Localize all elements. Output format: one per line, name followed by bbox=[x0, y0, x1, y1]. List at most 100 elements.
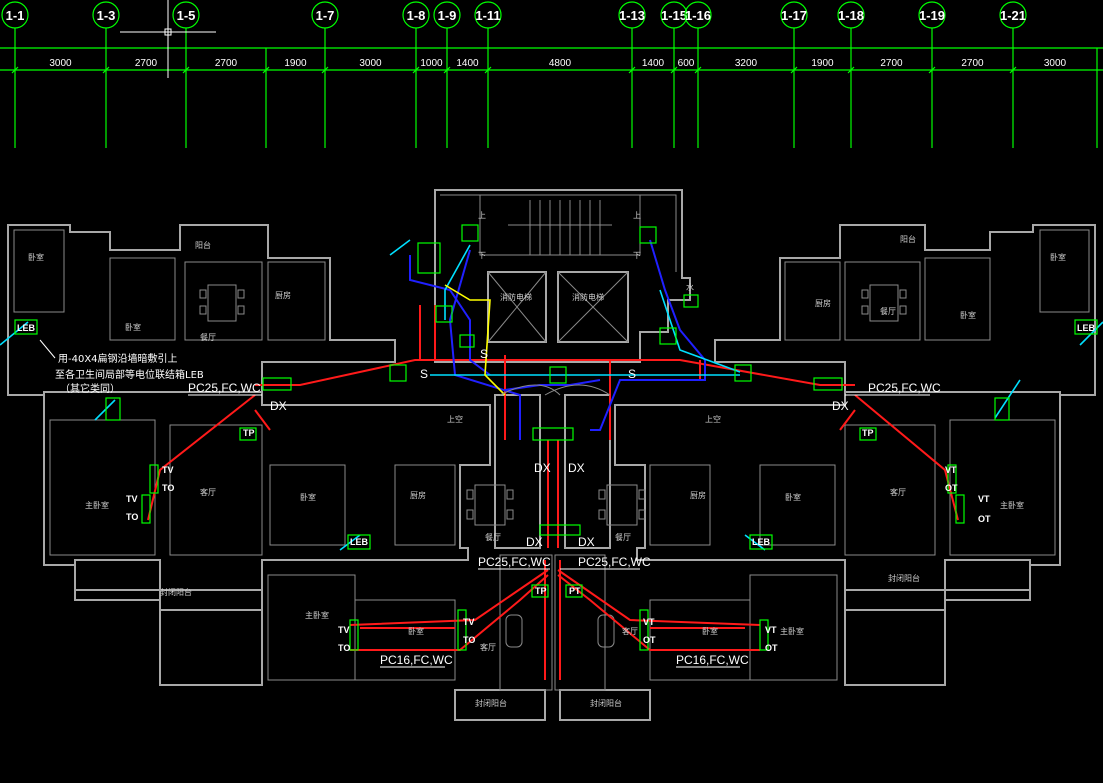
label-tp-right: TP bbox=[862, 428, 874, 438]
room-balcony-left: 阳台 bbox=[195, 240, 211, 250]
room-master-lower-right: 主卧室 bbox=[780, 626, 804, 636]
axis-label-1-8: 1-8 bbox=[407, 8, 426, 23]
tv-outlet-left-2 bbox=[141, 494, 151, 524]
label-ot-lower-right: OT bbox=[765, 643, 778, 653]
stair bbox=[479, 194, 641, 256]
dimension-tick bbox=[847, 66, 855, 74]
axis-1-3: 1-3 bbox=[92, 1, 120, 148]
label-leb-left: LEB bbox=[17, 323, 36, 333]
room-living-right: 客厅 bbox=[890, 487, 906, 497]
label-tp-left: TP bbox=[243, 428, 255, 438]
room-dining-center-left: 餐厅 bbox=[485, 533, 501, 542]
dimension-tick bbox=[321, 66, 329, 74]
room-closed-balcony-right: 封闭阳台 bbox=[888, 573, 920, 583]
dining-table-left-lower bbox=[466, 484, 514, 526]
axis-1-18: 1-18 bbox=[837, 1, 865, 148]
label-pt-center: PT bbox=[569, 586, 581, 596]
label-to-lower-left: TO bbox=[338, 643, 350, 653]
room-bedroom-left-2: 卧室 bbox=[125, 322, 141, 332]
axis-1-1: 1-1 bbox=[1, 1, 29, 148]
axis-label-1-3: 1-3 bbox=[97, 8, 116, 23]
label-to-lower-center: TO bbox=[463, 635, 475, 645]
note-line-1: 用-40X4扁钢沿墙暗敷引上 bbox=[58, 352, 178, 365]
label-to-left: TO bbox=[162, 483, 174, 493]
axis-1-11: 1-11 bbox=[474, 1, 502, 148]
room-living-left: 客厅 bbox=[200, 487, 216, 497]
room-master-left: 主卧室 bbox=[85, 500, 109, 510]
label-leb-right: LEB bbox=[1077, 323, 1096, 333]
room-bedroom-center-left: 卧室 bbox=[300, 492, 316, 502]
label-tv-lower-left: TV bbox=[338, 625, 350, 635]
note-line-3: （其它类同） bbox=[60, 382, 120, 395]
label-ot-right: OT bbox=[945, 483, 958, 493]
dimension-label: 1000 bbox=[420, 58, 443, 69]
label-tv-left-2: TV bbox=[126, 494, 138, 504]
room-closed-balcony-center-right: 封闭阳台 bbox=[590, 698, 622, 708]
room-bedroom-lower-right: 卧室 bbox=[702, 626, 718, 636]
room-stair-down: 下 bbox=[478, 251, 486, 260]
room-bedroom-left: 卧室 bbox=[28, 252, 44, 262]
axis-label-1-19: 1-19 bbox=[919, 8, 945, 23]
cable-label-right-lower: PC16,FC,WC bbox=[676, 653, 749, 667]
dimension-tick bbox=[11, 66, 19, 74]
room-bedroom-lower-left: 卧室 bbox=[408, 626, 424, 636]
room-dining-center-right: 餐厅 bbox=[615, 533, 631, 542]
label-tv-left: TV bbox=[162, 465, 174, 475]
room-kitchen-right: 厨房 bbox=[815, 298, 831, 308]
elevator-shaft-1 bbox=[487, 271, 547, 343]
axis-1-8: 1-8 bbox=[402, 1, 430, 148]
car-left bbox=[505, 614, 523, 648]
junction-left-upper bbox=[262, 377, 292, 391]
leb-box-right-lower bbox=[994, 397, 1010, 421]
axis-1-19: 1-19 bbox=[918, 1, 946, 148]
room-bedroom-right: 卧室 bbox=[1050, 252, 1066, 262]
tp-box-center-left bbox=[531, 584, 549, 598]
wiring bbox=[0, 239, 1103, 680]
room-balcony-right: 阳台 bbox=[900, 234, 916, 244]
elevator-shaft-2 bbox=[557, 271, 629, 343]
room-master-right: 主卧室 bbox=[1000, 500, 1024, 510]
tv-outlet-lower-center-left bbox=[457, 609, 467, 651]
tv-outlet-left bbox=[149, 464, 159, 494]
dimension-label: 3000 bbox=[359, 58, 382, 69]
label-dx-center-3: DX bbox=[526, 535, 543, 549]
room-labels: 上 上 下 下 消防电梯 消防电梯 水 阳台 阳台 卧室 卧室 卧室 卧室 厨房… bbox=[28, 211, 1066, 708]
axis-label-1-9: 1-9 bbox=[438, 8, 457, 23]
distribution-box-9 bbox=[459, 334, 475, 348]
label-s-left: S bbox=[420, 367, 428, 381]
label-ot-lower-center: OT bbox=[643, 635, 656, 645]
room-stair-up-2: 上 bbox=[633, 211, 641, 220]
room-elevator-1: 消防电梯 bbox=[500, 292, 532, 302]
leb-box-center-right bbox=[749, 534, 773, 550]
junction-center-upper bbox=[532, 427, 574, 441]
leb-box-right bbox=[1074, 319, 1098, 335]
dimension-label: 1400 bbox=[456, 58, 479, 69]
dining-table-right-lower bbox=[598, 484, 646, 526]
room-dining-right: 餐厅 bbox=[880, 307, 896, 316]
tp-box-left bbox=[239, 427, 257, 441]
label-tv-lower-center: TV bbox=[463, 617, 475, 627]
axis-label-1-7: 1-7 bbox=[316, 8, 335, 23]
dimension-label: 1900 bbox=[284, 58, 307, 69]
label-vt-right: VT bbox=[945, 465, 957, 475]
axis-label-1-15: 1-15 bbox=[661, 8, 687, 23]
dimension-label: 3000 bbox=[49, 58, 72, 69]
room-void-left: 上空 bbox=[447, 414, 463, 424]
label-vt-lower-center: VT bbox=[643, 617, 655, 627]
axis-1-16: 1-16 bbox=[684, 1, 712, 148]
dimension-tick bbox=[412, 66, 420, 74]
note-line-2: 至各卫生间局部等电位联结箱LEB bbox=[55, 368, 204, 381]
dimension-label: 3000 bbox=[1044, 58, 1067, 69]
tv-outlet-right-2 bbox=[955, 494, 965, 524]
axis-label-1-1: 1-1 bbox=[6, 8, 25, 23]
axis-label-1-17: 1-17 bbox=[781, 8, 807, 23]
dining-table-right-upper bbox=[861, 284, 907, 322]
distribution-box-7 bbox=[734, 364, 752, 382]
pt-box-center-right bbox=[565, 584, 583, 598]
axis-1-13: 1-13 bbox=[618, 1, 646, 148]
label-s-center: S bbox=[480, 347, 488, 361]
distribution-box-5 bbox=[549, 366, 567, 384]
leb-box-left-lower bbox=[105, 397, 121, 421]
